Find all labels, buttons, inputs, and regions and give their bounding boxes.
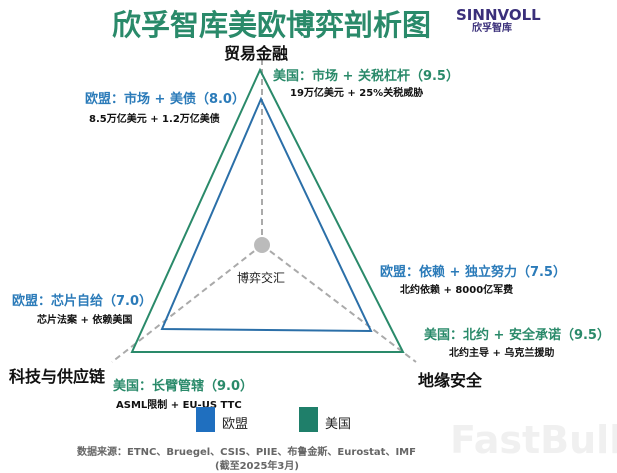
axis-security [261,244,417,363]
logo-text-cn: 欣孚智库 [472,23,512,34]
center-label: 博弈交汇 [237,271,286,285]
axis-tech [111,244,263,363]
source-date: (截至2025年3月) [215,461,299,472]
legend-label-us: 美国 [325,417,352,432]
us-security-detail: 北约主导 + 乌克兰援助 [449,348,555,359]
source-line: 数据来源：ETNC、Bruegel、CSIS、PIIE、布鲁金斯、Eurosta… [77,447,416,458]
eu-trade-detail: 8.5万亿美元 + 1.2万亿美债 [89,114,220,125]
us-security-annotation: 美国：北约 + 安全承诺（9.5） [424,328,610,343]
us-series-polygon [130,67,405,353]
eu-security-detail: 北约依赖 + 8000亿军费 [400,285,514,296]
us-trade-detail: 19万亿美元 + 25%关税威胁 [290,88,424,99]
eu-trade-annotation: 欧盟：市场 + 美债（8.0） [85,92,245,107]
eu-tech-annotation: 欧盟：芯片自给（7.0） [12,294,153,309]
legend-label-eu: 欧盟 [222,417,249,432]
watermark: FastBull [450,418,617,462]
us-tech-detail: ASML限制 + EU-US TTC [116,400,242,411]
axis-label-security: 地缘安全 [418,371,483,390]
axis-label-tech: 科技与供应链 [9,367,106,386]
page-title: 欣孚智库美欧博弈剖析图 [112,8,432,42]
logo-text-en: SINNVOLL [456,6,541,24]
us-trade-annotation: 美国：市场 + 关税杠杆（9.5） [273,69,459,84]
eu-series-polygon [160,96,373,333]
legend-swatch-eu [196,407,215,432]
logo: SINNVOLL 欣孚智库 [456,6,541,35]
legend-swatch-us [299,407,318,432]
eu-security-annotation: 欧盟：依赖 + 独立努力（7.5） [380,265,566,280]
us-tech-annotation: 美国：长臂管辖（9.0） [113,379,254,394]
center-dot [254,237,270,253]
eu-tech-detail: 芯片法案 + 依赖美国 [37,315,133,326]
axis-label-trade: 贸易金融 [224,44,289,63]
